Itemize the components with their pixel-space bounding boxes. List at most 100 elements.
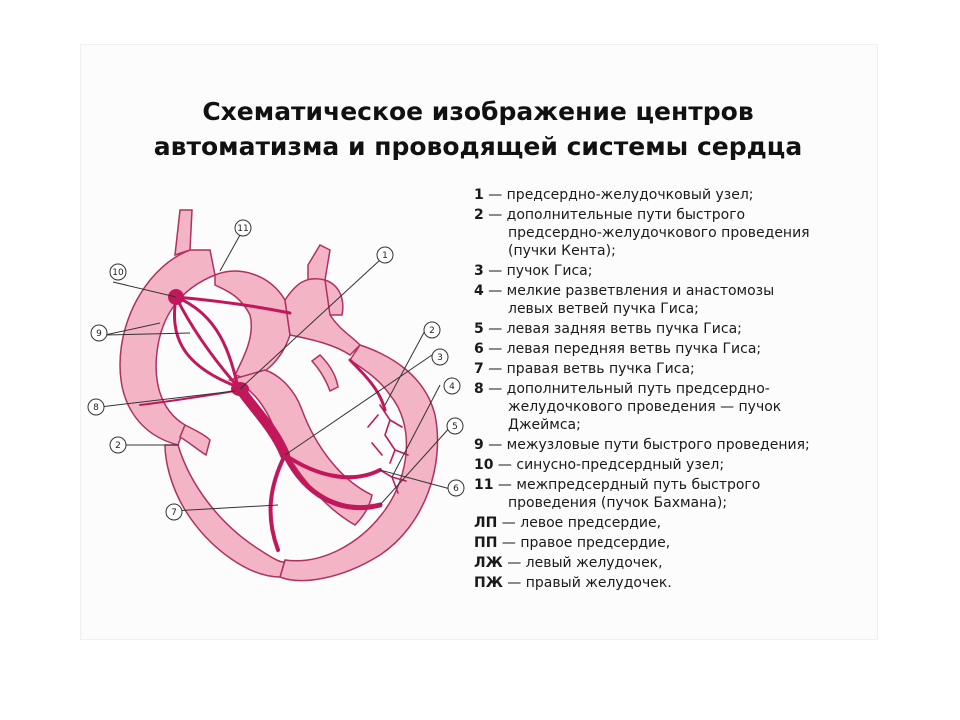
- callout-label-8: 8: [93, 403, 99, 413]
- title-line-1: Схематическое изображение центров: [202, 97, 754, 126]
- callout-5: 5: [446, 417, 464, 435]
- legend-text: левая передняя ветвь пучка Гиса;: [506, 341, 762, 357]
- legend-separator: —: [483, 321, 507, 337]
- callout-label-1: 1: [382, 251, 388, 261]
- legend-key: 6: [474, 341, 484, 357]
- mitral-valve: [310, 354, 339, 393]
- title-line-2: автоматизма и проводящей системы сердца: [153, 132, 803, 161]
- legend-text-cont: проведения (пучок Бахмана);: [508, 495, 728, 511]
- legend-key: 2: [474, 207, 484, 223]
- legend-separator: —: [497, 515, 521, 531]
- callout-7: 7: [165, 503, 183, 521]
- legend-text: левая задняя ветвь пучка Гиса;: [506, 321, 742, 337]
- legend-key: ЛП: [474, 515, 498, 531]
- internodal-path-1: [174, 295, 240, 389]
- legend-text-cont: Джеймса;: [508, 417, 581, 433]
- legend-separator: —: [493, 457, 517, 473]
- callout-10: 10: [109, 263, 127, 281]
- legend-text: межузловые пути быстрого проведения;: [506, 437, 810, 453]
- atrial-septum: [214, 270, 291, 381]
- legend-item: 2 — дополнительные пути быстрого предсер…: [474, 206, 874, 260]
- legend-key: 3: [474, 263, 484, 279]
- heart-conduction-diagram: 10 11 1 9 8 2 2 3 4 5 6 7: [87, 209, 465, 582]
- legend-key: 4: [474, 283, 484, 299]
- kent-bundle: [348, 358, 387, 412]
- legend-item: 11 — межпредсердный путь быстрого провед…: [474, 476, 874, 512]
- legend-text: предсердно-желудочковый узел;: [506, 187, 754, 203]
- legend-separator: —: [483, 263, 507, 279]
- legend-item: ЛЖ — левый желудочек,: [474, 554, 874, 572]
- legend-item: ПЖ — правый желудочек.: [474, 574, 874, 592]
- callout-label-2: 2: [429, 326, 435, 336]
- callout-label-6: 6: [453, 484, 459, 494]
- legend-text-cont: предсердно-желудочкового проведения: [508, 225, 810, 241]
- legend-text-cont: (пучки Кента);: [508, 243, 616, 259]
- his-bundle: [235, 384, 290, 460]
- legend-item: ПП — правое предсердие,: [474, 534, 874, 552]
- legend-text-cont: желудочкового проведения — пучок: [508, 399, 782, 415]
- legend-separator: —: [483, 283, 507, 299]
- legend-item: 4 — мелкие разветвления и анастомозы лев…: [474, 282, 874, 318]
- callout-label-11: 11: [237, 224, 248, 234]
- legend-key: ЛЖ: [474, 555, 503, 571]
- legend-key: 1: [474, 187, 484, 203]
- tricuspid-valve: [179, 423, 211, 457]
- legend-item: 8 — дополнительный путь предсердно- желу…: [474, 380, 874, 434]
- legend-text: левый желудочек,: [525, 555, 663, 571]
- bachmann-bundle: [174, 295, 292, 315]
- callout-4: 4: [443, 377, 461, 395]
- legend-separator: —: [483, 341, 507, 357]
- legend-text: синусно-предсердный узел;: [516, 457, 725, 473]
- callout-label-9: 9: [96, 329, 102, 339]
- legend-text: правое предсердие,: [520, 535, 671, 551]
- legend-text: пучок Гиса;: [506, 263, 593, 279]
- legend-item: 10 — синусно-предсердный узел;: [474, 456, 874, 474]
- legend-item: 6 — левая передняя ветвь пучка Гиса;: [474, 340, 874, 358]
- legend-text: левое предсердие,: [520, 515, 662, 531]
- legend-key: 7: [474, 361, 484, 377]
- legend-separator: —: [483, 437, 507, 453]
- callout-label-5: 5: [452, 422, 458, 432]
- legend-item: 3 — пучок Гиса;: [474, 262, 874, 280]
- callout-badges: 10 11 1 9 8 2 2 3 4 5 6 7: [87, 219, 465, 521]
- callout-8: 8: [87, 398, 105, 416]
- left-posterior-branch: [282, 452, 383, 511]
- left-anterior-branch: [283, 453, 382, 480]
- legend-separator: —: [493, 477, 517, 493]
- internodal-path-2: [172, 295, 240, 389]
- legend-text: правый желудочек.: [525, 575, 672, 591]
- right-branch: [268, 453, 287, 552]
- legend-key: 8: [474, 381, 484, 397]
- callout-6: 6: [447, 479, 465, 497]
- callout-2-left: 2: [109, 436, 127, 454]
- callout-1: 1: [376, 246, 394, 264]
- right-ventricle-wall: [164, 444, 286, 578]
- legend-text: мелкие разветвления и анастомозы: [506, 283, 775, 299]
- legend-item: ЛП — левое предсердие,: [474, 514, 874, 532]
- legend-text: дополнительные пути быстрого: [506, 207, 746, 223]
- legend-item: 7 — правая ветвь пучка Гиса;: [474, 360, 874, 378]
- legend-key: 11: [474, 477, 494, 493]
- legend-text: дополнительный путь предсердно-: [506, 381, 770, 397]
- right-atrium-wall: [119, 249, 216, 446]
- legend-key: 5: [474, 321, 484, 337]
- legend-item: 5 — левая задняя ветвь пучка Гиса;: [474, 320, 874, 338]
- legend-separator: —: [483, 381, 507, 397]
- legend-separator: —: [483, 361, 507, 377]
- legend-separator: —: [483, 207, 507, 223]
- legend-text: правая ветвь пучка Гиса;: [506, 361, 695, 377]
- legend-item: 1 — предсердно-желудочковый узел;: [474, 186, 874, 204]
- legend-text: межпредсердный путь быстрого: [516, 477, 761, 493]
- legend-separator: —: [497, 535, 521, 551]
- callout-3: 3: [431, 348, 449, 366]
- heart-walls: [119, 209, 439, 582]
- legend-key: ПЖ: [474, 575, 503, 591]
- callout-label-2-left: 2: [115, 441, 121, 451]
- page-title: Схематическое изображение центров автома…: [80, 94, 876, 164]
- legend-text-cont: левых ветвей пучка Гиса;: [508, 301, 699, 317]
- legend: 1 — предсердно-желудочковый узел; 2 — до…: [474, 186, 874, 594]
- legend-separator: —: [502, 555, 526, 571]
- legend-key: 9: [474, 437, 484, 453]
- great-vessels: [174, 209, 193, 257]
- callout-label-7: 7: [171, 508, 177, 518]
